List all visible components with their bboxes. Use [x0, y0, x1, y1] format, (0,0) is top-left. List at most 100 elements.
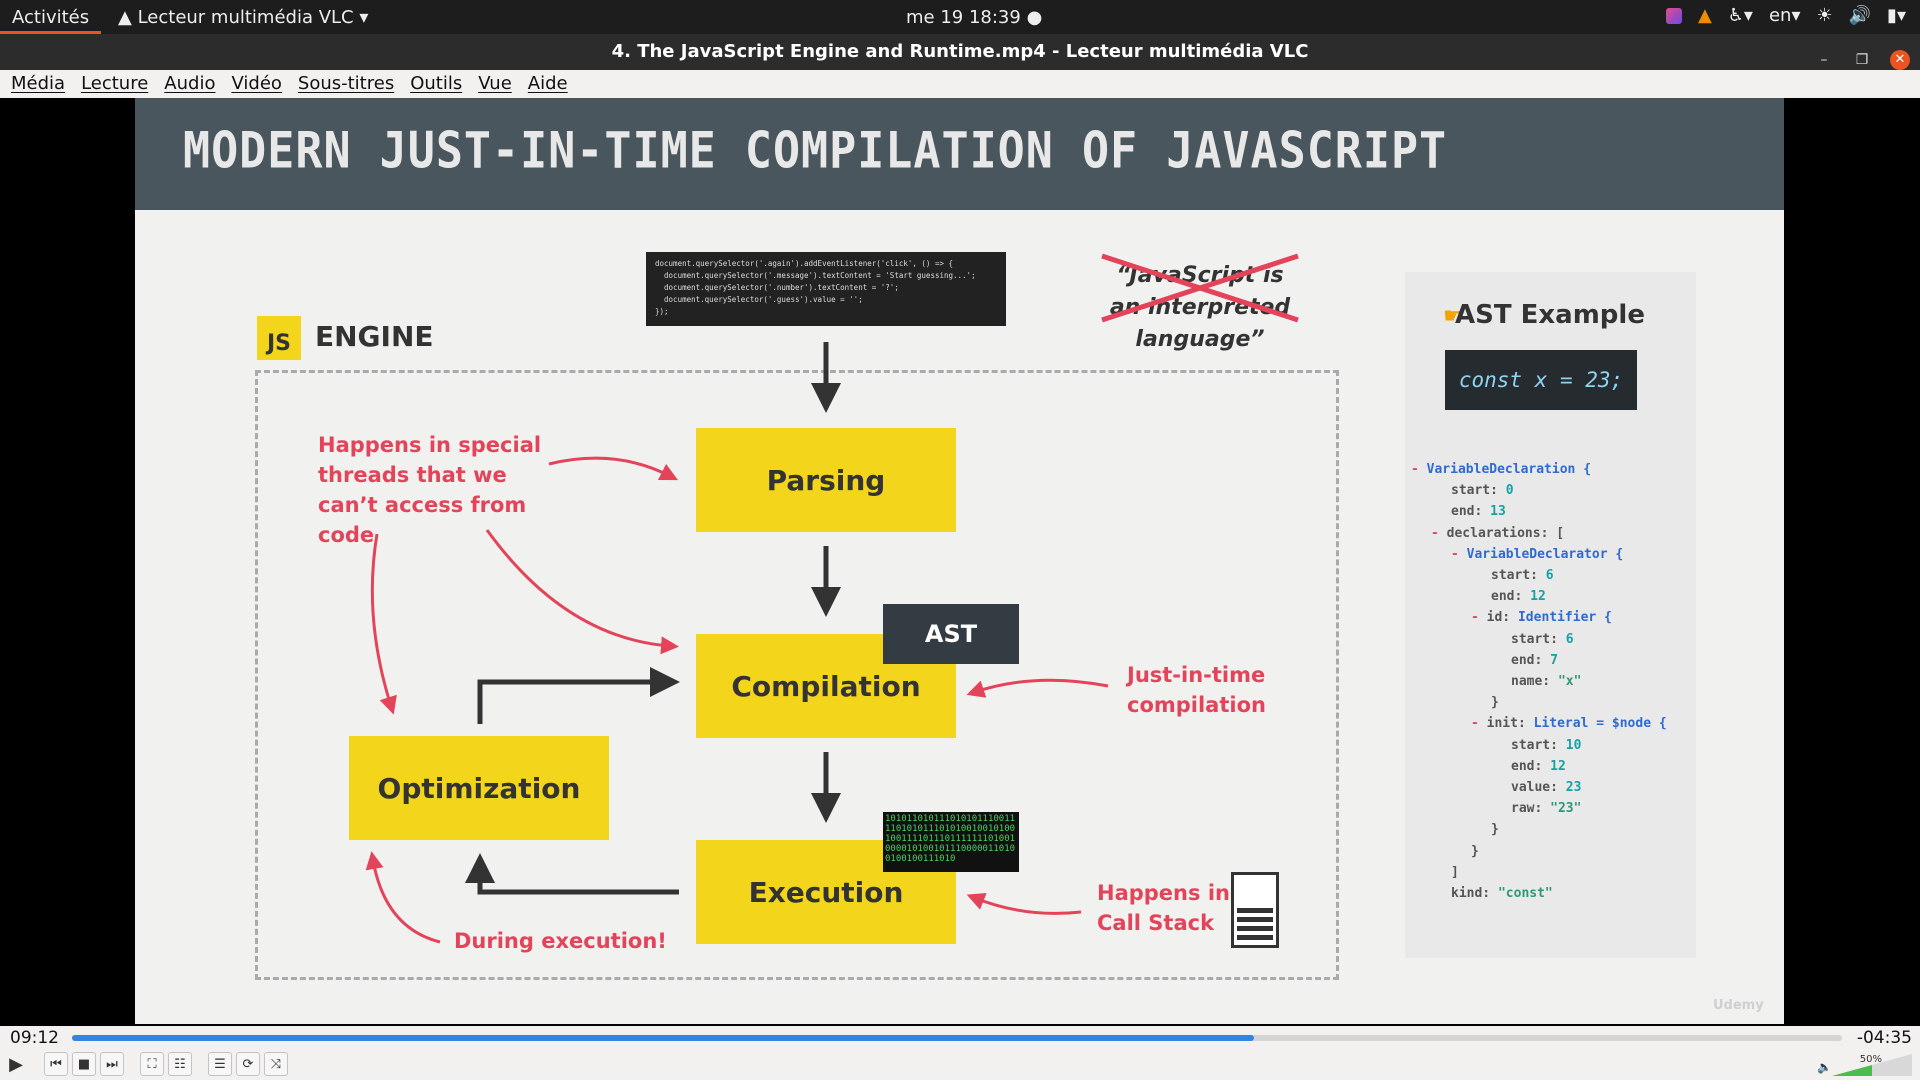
fullscreen-button[interactable]: ⛶	[140, 1052, 164, 1076]
stop-button[interactable]: ■	[72, 1052, 96, 1076]
brightness-icon[interactable]: ☀	[1816, 5, 1833, 26]
window-title-bar[interactable]: 4. The JavaScript Engine and Runtime.mp4…	[0, 34, 1920, 70]
play-button[interactable]: ▶	[9, 1053, 23, 1075]
code-snippet: document.querySelector('.again').addEven…	[646, 252, 1006, 326]
ast-tree-row: start: 10	[1511, 737, 1582, 753]
menu-tools[interactable]: Outils	[410, 73, 463, 94]
js-logo: JS	[257, 316, 301, 360]
volume-slider[interactable]	[1832, 1054, 1912, 1076]
chevron-down-icon: ▾	[359, 7, 369, 28]
code-line: document.querySelector('.guess').value =…	[655, 295, 863, 304]
ast-example-panel: ☛ AST Example const x = 23; - VariableDe…	[1405, 272, 1696, 958]
dark-arrows	[465, 342, 841, 895]
udemy-watermark: Udemy	[1713, 998, 1764, 1013]
video-area[interactable]: MODERN JUST-IN-TIME COMPILATION OF JAVAS…	[0, 98, 1920, 1026]
window-title: 4. The JavaScript Engine and Runtime.mp4…	[611, 41, 1309, 62]
menu-view[interactable]: Vue	[478, 73, 512, 94]
shuffle-button[interactable]: ⤨	[264, 1052, 288, 1076]
ast-tree-row: }	[1491, 695, 1507, 711]
elapsed-time[interactable]: 09:12	[10, 1028, 59, 1048]
slide-header: MODERN JUST-IN-TIME COMPILATION OF JAVAS…	[135, 98, 1784, 210]
ast-tree-row: }	[1491, 822, 1507, 838]
language-selector[interactable]: en▾	[1768, 5, 1801, 26]
seek-progress	[72, 1035, 1255, 1041]
menu-playback[interactable]: Lecture	[81, 73, 149, 94]
menu-help[interactable]: Aide	[527, 73, 568, 94]
ast-panel-title: AST Example	[1455, 300, 1645, 330]
ast-tag: AST	[883, 604, 1019, 664]
vlc-tray-icon[interactable]: ▲	[1697, 5, 1712, 26]
close-icon[interactable]: ✕	[1890, 50, 1910, 70]
volume-percent: 50%	[1859, 1054, 1882, 1065]
ast-tree-row: ]	[1451, 864, 1467, 880]
ast-tree-row: - init: Literal = $node {	[1471, 716, 1667, 732]
cross-out-icon	[1101, 253, 1299, 323]
clock-label: me 19 18:39	[906, 7, 1021, 28]
note-during-execution: During execution!	[454, 929, 667, 953]
presentation-slide: MODERN JUST-IN-TIME COMPILATION OF JAVAS…	[135, 98, 1784, 1024]
ast-tree-row: raw: "23"	[1511, 801, 1582, 817]
parsing-box: Parsing	[696, 428, 956, 532]
flow-arrows	[365, 342, 1109, 944]
code-line: });	[655, 307, 669, 316]
playback-controls: 09:12 -04:35 ▶ ⏮ ■ ⏭ ⛶ ☷ ☰ ⟳ ⤨ 🔈 50%	[0, 1026, 1920, 1080]
menu-video[interactable]: Vidéo	[231, 73, 282, 94]
battery-icon[interactable]: ▮▾	[1887, 5, 1906, 26]
menu-media[interactable]: Média	[11, 73, 66, 94]
activities-button[interactable]: Activités	[0, 0, 102, 34]
optimization-box: Optimization	[349, 736, 609, 840]
engine-boundary	[255, 370, 1339, 980]
playlist-button[interactable]: ☰	[208, 1052, 232, 1076]
speaker-icon[interactable]: 🔈	[1817, 1060, 1832, 1074]
accessibility-icon[interactable]: ♿▾	[1727, 5, 1753, 26]
ast-tree-row: - declarations: [	[1431, 525, 1565, 541]
ast-tree-row: end: 12	[1491, 589, 1546, 605]
menu-audio[interactable]: Audio	[164, 73, 216, 94]
clock[interactable]: me 19 18:39 ●	[906, 7, 1042, 28]
ast-tree-row: - id: Identifier {	[1471, 610, 1612, 626]
color-app-icon[interactable]	[1665, 7, 1682, 24]
machine-code-block: 1010110101110101011100111101010111010100…	[883, 812, 1019, 872]
next-button[interactable]: ⏭	[100, 1052, 124, 1076]
ast-tree-row: - VariableDeclarator {	[1451, 546, 1624, 562]
pointing-hand-icon: ☛	[1443, 304, 1463, 329]
app-menu-button[interactable]: ▲ Lecteur multimédia VLC ▾	[118, 7, 368, 28]
seek-bar[interactable]	[72, 1035, 1842, 1041]
ast-tree-row: - VariableDeclaration {	[1411, 462, 1592, 477]
ast-tree-row: end: 13	[1451, 504, 1506, 520]
note-call-stack: Happens in Call Stack	[1097, 881, 1230, 935]
volume-icon[interactable]: 🔊	[1848, 5, 1872, 26]
slide-title: MODERN JUST-IN-TIME COMPILATION OF JAVAS…	[183, 121, 1448, 180]
menu-subtitles[interactable]: Sous-titres	[297, 73, 395, 94]
system-top-bar: Activités ▲ Lecteur multimédia VLC ▾ me …	[0, 0, 1920, 34]
ast-tree-row: start: 0	[1451, 483, 1514, 499]
restore-icon[interactable]: ❐	[1855, 52, 1869, 68]
previous-button[interactable]: ⏮	[44, 1052, 68, 1076]
code-line: document.querySelector('.number').textCo…	[655, 283, 899, 292]
loop-button[interactable]: ⟳	[236, 1052, 260, 1076]
code-line: document.querySelector('.message').textC…	[655, 271, 976, 280]
vlc-cone-icon: ▲	[118, 7, 132, 28]
language-label: en	[1768, 5, 1792, 26]
minimize-icon[interactable]: –	[1820, 52, 1828, 68]
ast-tree-row: value: 23	[1511, 780, 1582, 795]
app-menu-label: Lecteur multimédia VLC	[137, 7, 354, 28]
code-line: document.querySelector('.again').addEven…	[655, 259, 954, 268]
control-buttons: ▶ ⏮ ■ ⏭ ⛶ ☷ ☰ ⟳ ⤨	[4, 1052, 288, 1076]
ast-tree-row: end: 12	[1511, 758, 1566, 774]
ast-example-code: const x = 23;	[1445, 350, 1637, 410]
note-special-threads: Happens in special threads that we can’t…	[318, 433, 542, 547]
extended-settings-button[interactable]: ☷	[168, 1052, 192, 1076]
ast-tree-row: end: 7	[1511, 652, 1558, 668]
engine-label: ENGINE	[315, 320, 434, 353]
ast-tree-row: }	[1471, 843, 1487, 859]
call-stack-icon	[1231, 872, 1279, 948]
ast-tree-row: name: "x"	[1511, 674, 1582, 689]
ast-tree-row: kind: "const"	[1451, 886, 1553, 901]
ast-tree-row: start: 6	[1511, 631, 1574, 647]
execution-box: Execution	[696, 840, 956, 944]
menu-bar: Média Lecture Audio Vidéo Sous-titres Ou…	[0, 70, 1920, 98]
remaining-time[interactable]: -04:35	[1856, 1028, 1912, 1048]
red-arrows	[365, 456, 1109, 944]
note-jit: Just-in-time compilation	[1127, 663, 1266, 717]
